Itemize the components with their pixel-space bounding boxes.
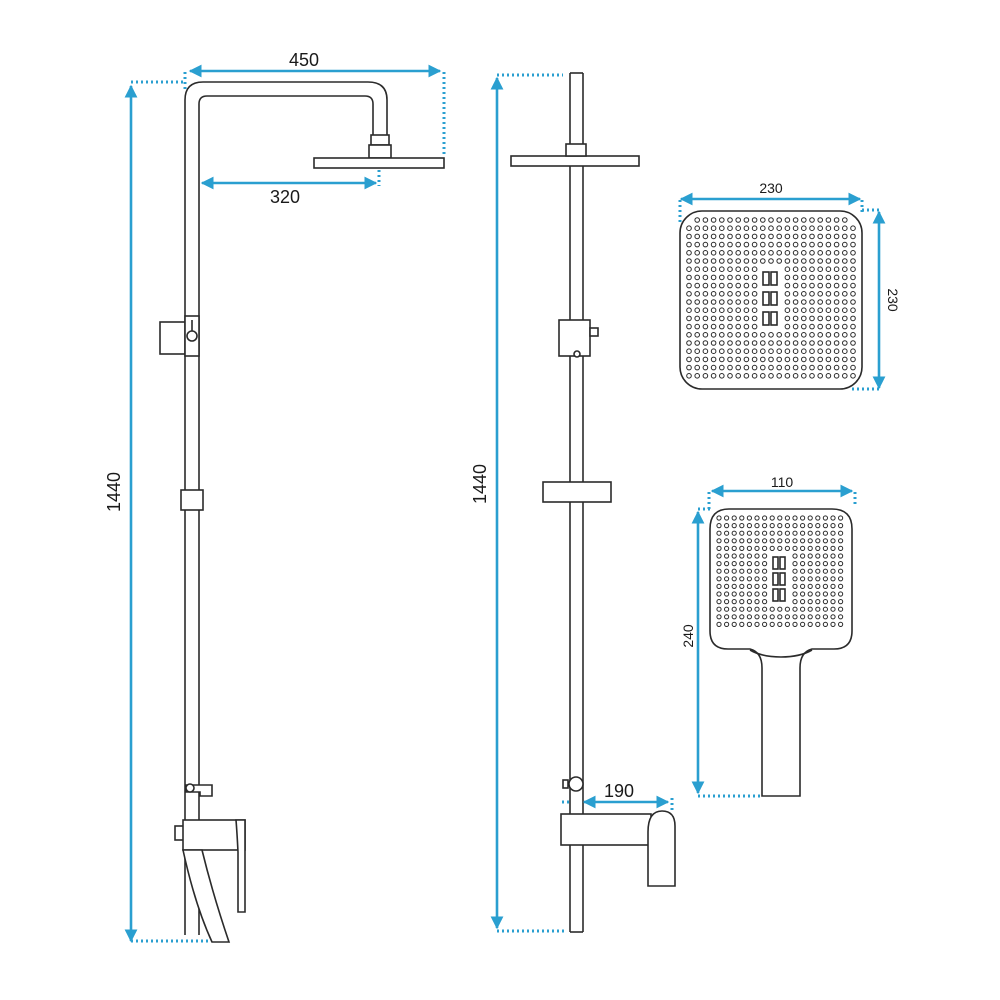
side-view: 1440 190 xyxy=(470,72,676,933)
hand-height-dimension xyxy=(691,507,760,798)
side-handshower-bracket xyxy=(558,319,599,358)
side-shower-head xyxy=(510,143,640,167)
front-reach-label: 320 xyxy=(270,187,300,207)
front-width-label: 450 xyxy=(289,50,319,70)
head-height-dimension xyxy=(852,208,886,391)
front-shower-head xyxy=(313,134,445,169)
front-diverter-knob xyxy=(185,783,213,797)
hand-shower-view: 110 240 xyxy=(680,474,857,798)
front-mixer xyxy=(174,819,246,943)
hand-shower-nozzles xyxy=(716,515,844,628)
hand-height-label: 240 xyxy=(680,624,696,648)
head-width-dimension xyxy=(678,192,864,222)
front-height-dimension xyxy=(124,80,208,943)
side-height-dimension xyxy=(490,73,566,933)
head-width-label: 230 xyxy=(759,180,783,196)
side-spout-label: 190 xyxy=(604,781,634,801)
square-head-view: 230 230 xyxy=(678,180,901,391)
side-height-label: 1440 xyxy=(470,464,490,504)
front-height-label: 1440 xyxy=(104,472,124,512)
front-reach-dimension xyxy=(200,170,381,190)
hand-shower-outline xyxy=(709,508,853,797)
hand-shower-center-slots xyxy=(772,556,786,602)
side-spout-dimension xyxy=(562,795,674,812)
side-diverter xyxy=(562,776,584,792)
side-slider-clamp xyxy=(542,481,612,503)
square-head-nozzles xyxy=(686,217,856,379)
hand-width-dimension xyxy=(707,484,857,510)
front-view: 450 320 1440 xyxy=(104,50,446,943)
hand-shower-neck xyxy=(749,649,813,658)
side-mixer xyxy=(560,810,676,887)
front-width-dimension xyxy=(183,64,446,156)
front-riser-pipe xyxy=(184,81,388,935)
front-handshower-bracket xyxy=(159,315,200,357)
front-slider-clamp xyxy=(180,489,204,511)
hand-width-label: 110 xyxy=(771,474,794,490)
head-height-label: 230 xyxy=(885,288,901,312)
square-head-center-slots xyxy=(762,271,778,326)
